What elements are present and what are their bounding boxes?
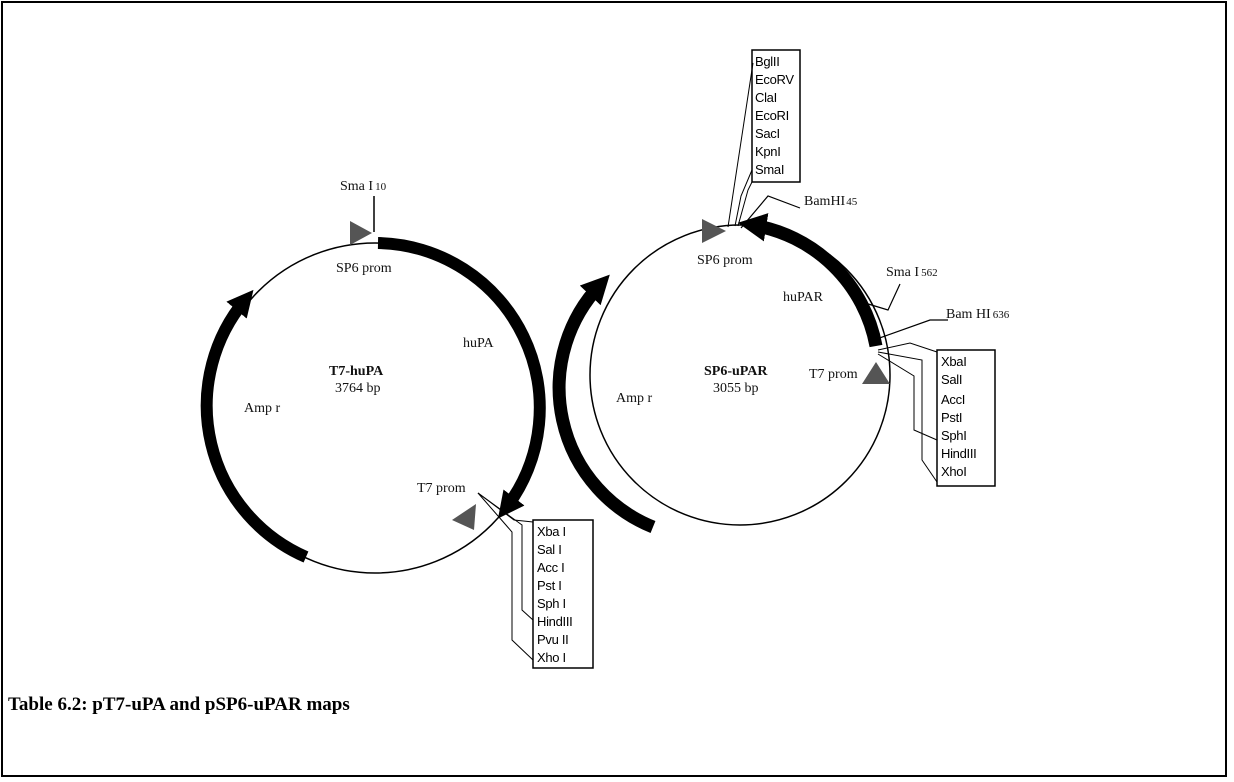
- t7-promoter-triangle: [862, 362, 890, 384]
- mcs-site: XbaI: [941, 354, 967, 369]
- t7-promoter-triangle: [452, 504, 476, 530]
- mcs-leader-line: [477, 492, 534, 621]
- plasmid-name-right: SP6-uPAR: [704, 364, 768, 379]
- mcs-site: Acc I: [537, 560, 564, 575]
- mcs-leader-line: [477, 492, 534, 661]
- mcs-leader-line: [737, 181, 753, 227]
- mcs-list-right-bottom: XbaI SalI AccI PstI SphI HindIII XhoI: [941, 354, 977, 479]
- mcs-box-left: [532, 519, 594, 669]
- mcs-site: EcoRI: [755, 108, 789, 123]
- bamhi636-site-line: [873, 319, 948, 341]
- mcs-site: Pst I: [537, 578, 562, 593]
- smai562-site-line: [854, 283, 901, 311]
- sp6-promoter-triangle: [350, 221, 372, 245]
- mcs-leader-line: [727, 62, 754, 228]
- sp6-promoter-label-left: SP6 prom: [336, 261, 392, 276]
- mcs-leader-line: [877, 353, 938, 441]
- mcs-site: EcoRV: [755, 72, 794, 87]
- mcs-leader-line: [734, 169, 753, 227]
- mcs-list-left: Xba I Sal I Acc I Pst I Sph I HindIII Pv…: [537, 524, 573, 665]
- mcs-site: Xho I: [537, 650, 566, 665]
- mcs-leader-line: [877, 351, 938, 483]
- mcs-site: BglII: [755, 54, 780, 69]
- mcs-site: Sph I: [537, 596, 566, 611]
- hupa-gene-arc: [377, 237, 546, 519]
- sp6-promoter-triangle: [702, 219, 726, 243]
- mcs-site: SacI: [755, 126, 780, 141]
- mcs-site: HindIII: [537, 614, 572, 629]
- hupar-insert-label: huPAR: [783, 290, 824, 305]
- mcs-leader-line: [877, 342, 938, 353]
- mcs-site: AccI: [941, 392, 965, 407]
- mcs-box-right-top: [751, 49, 801, 183]
- ampr-gene-arc: [552, 274, 656, 534]
- mcs-site: SmaI: [755, 162, 784, 177]
- mcs-box-right-bottom: [936, 349, 996, 487]
- mcs-site: SphI: [941, 428, 967, 443]
- mcs-site: HindIII: [941, 446, 976, 461]
- mcs-site: XhoI: [941, 464, 967, 479]
- ampr-gene-arc: [200, 289, 309, 563]
- bamhi45-label: BamHI45: [804, 194, 858, 209]
- figure-caption: Table 6.2: pT7-uPA and pSP6-uPAR maps: [8, 694, 350, 715]
- t7-promoter-label-right: T7 prom: [809, 367, 858, 382]
- plasmid-size-left: 3764 bp: [335, 381, 381, 396]
- mcs-list-right-top: BglII EcoRV ClaI EcoRI SacI KpnI SmaI: [755, 54, 795, 177]
- plasmid-name-left: T7-huPA: [329, 364, 384, 379]
- mcs-site: Pvu II: [537, 632, 568, 647]
- mcs-site: Sal I: [537, 542, 562, 557]
- mcs-site: SalI: [941, 372, 962, 387]
- mcs-site: PstI: [941, 410, 962, 425]
- hupa-insert-label: huPA: [463, 336, 495, 351]
- mcs-site: Xba I: [537, 524, 566, 539]
- ampr-label-right: Amp r: [616, 391, 653, 406]
- plasmid-size-right: 3055 bp: [713, 381, 759, 396]
- hupar-gene-arc: [737, 213, 883, 348]
- mcs-site: KpnI: [755, 144, 781, 159]
- t7-promoter-label-left: T7 prom: [417, 481, 466, 496]
- ampr-label-left: Amp r: [244, 401, 281, 416]
- mcs-site: ClaI: [755, 90, 777, 105]
- bamhi45-site-line: [740, 195, 801, 229]
- sp6-promoter-label-right: SP6 prom: [697, 253, 753, 268]
